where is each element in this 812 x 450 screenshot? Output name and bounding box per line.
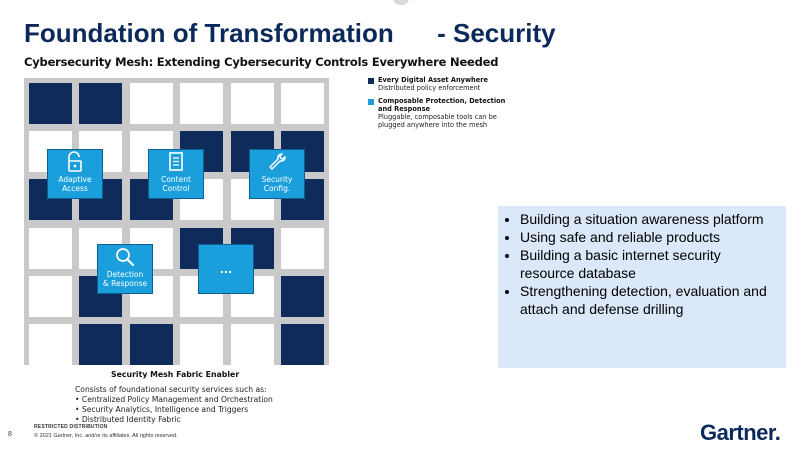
mesh-cell-empty xyxy=(129,83,173,124)
page-number: 8 xyxy=(8,431,12,438)
initiative-item: Strengthening detection, evaluation and … xyxy=(520,282,776,318)
mesh-cell-asset xyxy=(79,324,123,365)
unlock-icon xyxy=(68,151,82,172)
fabric-list-item: Centralized Policy Management and Orches… xyxy=(75,395,315,405)
fabric-list-item: Distributed Identity Fabric xyxy=(75,415,315,425)
capability-more[interactable]: ... xyxy=(198,244,254,294)
capability-label: Security Config. xyxy=(261,175,293,193)
mesh-cell-asset xyxy=(281,324,324,365)
magnifier-icon xyxy=(116,248,135,267)
legend-item-digital-asset: Every Digital Asset Anywhere Distributed… xyxy=(368,76,518,92)
mesh-cell-empty xyxy=(281,83,324,124)
initiative-item: Building a basic internet security resou… xyxy=(520,246,776,282)
mesh-cell-asset xyxy=(79,83,123,124)
legend-description: Distributed policy enforcement xyxy=(378,84,481,92)
capability-adaptive-access[interactable]: Adaptive Access xyxy=(47,149,103,199)
capability-label: Adaptive Access xyxy=(58,175,92,193)
security-mesh-grid xyxy=(24,78,329,365)
copyright-notice: © 2021 Gartner, Inc. and/or its affiliat… xyxy=(34,433,178,439)
top-decoration xyxy=(393,0,409,5)
initiatives-list: Building a situation awareness platform … xyxy=(498,210,776,318)
mesh-cell-asset xyxy=(29,83,72,124)
document-icon xyxy=(169,152,183,171)
mesh-cell-asset xyxy=(129,324,173,365)
capability-label: Detection & Response xyxy=(102,270,148,288)
legend-swatch-dark xyxy=(368,78,374,84)
slide-title: Foundation of Transformation - Security xyxy=(24,18,556,48)
mesh-cell-empty xyxy=(29,227,72,269)
fabric-list-item: Security Analytics, Intelligence and Tri… xyxy=(75,405,315,415)
fabric-list: Centralized Policy Management and Orches… xyxy=(75,395,315,425)
legend: Every Digital Asset Anywhere Distributed… xyxy=(368,76,518,134)
capability-content-control[interactable]: Content Control xyxy=(148,149,204,199)
capability-label: ... xyxy=(219,262,233,276)
wrench-icon xyxy=(269,153,286,170)
mesh-cell-asset xyxy=(281,275,324,317)
mesh-cell-empty xyxy=(29,324,72,365)
capability-label: Content Control xyxy=(161,175,191,193)
mesh-cell-empty xyxy=(180,83,224,124)
mesh-cell-empty xyxy=(180,324,224,365)
mesh-cell-empty xyxy=(230,324,274,365)
slide-subtitle: Cybersecurity Mesh: Extending Cybersecur… xyxy=(24,55,499,69)
mesh-cell-empty xyxy=(230,83,274,124)
fabric-title: Security Mesh Fabric Enabler xyxy=(111,370,240,379)
legend-swatch-accent xyxy=(368,99,374,105)
legend-item-composable: Composable Protection, Detection and Res… xyxy=(368,97,518,129)
mesh-cell-empty xyxy=(29,275,72,317)
mesh-fabric-enabler: Security Mesh Fabric Enabler Consists of… xyxy=(75,370,315,425)
initiative-item: Building a situation awareness platform xyxy=(520,210,776,228)
legend-title: Composable Protection, Detection and Res… xyxy=(378,97,506,113)
legend-description: Pluggable, composable tools can be plugg… xyxy=(378,113,497,129)
fabric-intro: Consists of foundational security servic… xyxy=(75,385,267,394)
capability-security-config[interactable]: Security Config. xyxy=(249,149,305,199)
mesh-cell-empty xyxy=(281,227,324,269)
legend-title: Every Digital Asset Anywhere xyxy=(378,76,488,84)
restricted-label: RESTRICTED DISTRIBUTION xyxy=(34,424,108,430)
capability-detection-response[interactable]: Detection & Response xyxy=(97,244,153,294)
initiative-item: Using safe and reliable products xyxy=(520,228,776,246)
security-initiatives-callout: Building a situation awareness platform … xyxy=(498,206,786,368)
gartner-logo: Gartner. xyxy=(700,420,781,445)
